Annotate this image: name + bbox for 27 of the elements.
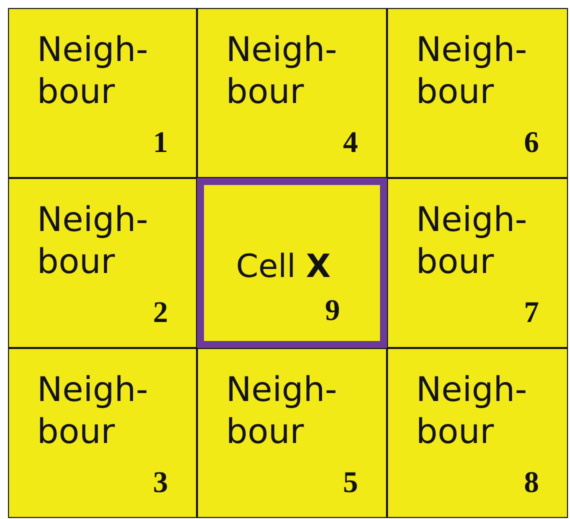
grid-cell — [387, 8, 568, 178]
highlighted-grid-cell — [197, 178, 387, 348]
grid-cell — [387, 348, 568, 518]
cell-number: 1 — [153, 127, 168, 159]
neighbour-label: Neigh- bour — [416, 369, 528, 453]
neighbour-label: Neigh- bour — [37, 369, 150, 453]
cell-number: 3 — [153, 467, 168, 499]
cell-number: 2 — [153, 297, 168, 329]
cell-number: 7 — [524, 297, 539, 329]
grid-cell — [8, 8, 197, 178]
cell-number: 9 — [325, 295, 340, 327]
grid-cell — [387, 178, 568, 348]
cell-number: 5 — [343, 467, 358, 499]
neighbour-label: Neigh- bour — [226, 369, 338, 453]
neighbour-label: Neigh- bour — [37, 199, 150, 283]
cell-label: Cell X — [236, 246, 331, 287]
cell-number: 8 — [524, 467, 539, 499]
cell-number: 6 — [524, 127, 539, 159]
grid-cell — [197, 348, 387, 518]
grid-cell — [197, 8, 387, 178]
neighbour-label: Neigh- bour — [416, 199, 528, 283]
neighbour-label: Neigh- bour — [226, 29, 338, 113]
neighbour-label: Neigh- bour — [416, 29, 528, 113]
grid-cell — [8, 348, 197, 518]
cell-number: 4 — [343, 127, 358, 159]
neighbour-label: Neigh- bour — [37, 29, 150, 113]
grid-cell — [8, 178, 197, 348]
